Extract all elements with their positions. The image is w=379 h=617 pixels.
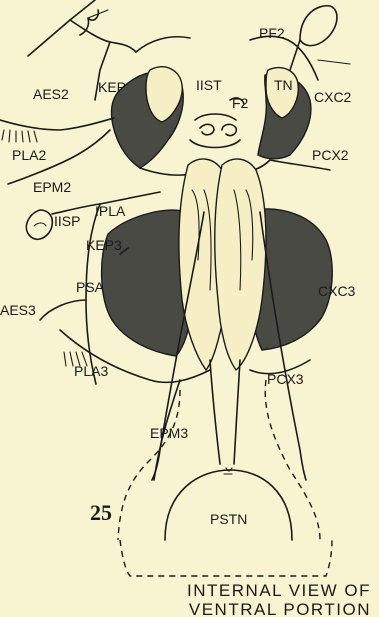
label-epm2: EPM2 (33, 179, 71, 195)
label-kep: KEP (98, 79, 126, 95)
label-pstn: PSTN (210, 511, 247, 527)
label-pla3: PLA3 (74, 363, 108, 379)
label-pf2: PF2 (259, 25, 285, 41)
caption-line-2: VENTRAL PORTION (189, 600, 371, 617)
label-aes3: AES3 (0, 302, 36, 318)
label-pcx3: PCX3 (267, 371, 304, 387)
label-iisp: IISP (54, 213, 80, 229)
caption: INTERNAL VIEW OF VENTRAL PORTION (187, 581, 371, 617)
label-ist: IIST (196, 77, 222, 93)
label-psa: PSA (76, 279, 105, 295)
label-cxc2: CXC2 (314, 89, 352, 105)
label-f2: F2 (232, 95, 249, 111)
label-kep3: KEP3 (86, 237, 122, 253)
label-aes2: AES2 (33, 86, 69, 102)
label-epm3: EPM3 (150, 425, 188, 441)
label-ipla: IPLA (95, 203, 126, 219)
caption-line-1: INTERNAL VIEW OF (187, 581, 371, 600)
figure-number: 25 (90, 500, 112, 525)
label-pla2: PLA2 (12, 147, 46, 163)
label-tn: TN (274, 77, 293, 93)
label-cxc3: CXC3 (318, 283, 356, 299)
label-pcx2: PCX2 (312, 147, 349, 163)
